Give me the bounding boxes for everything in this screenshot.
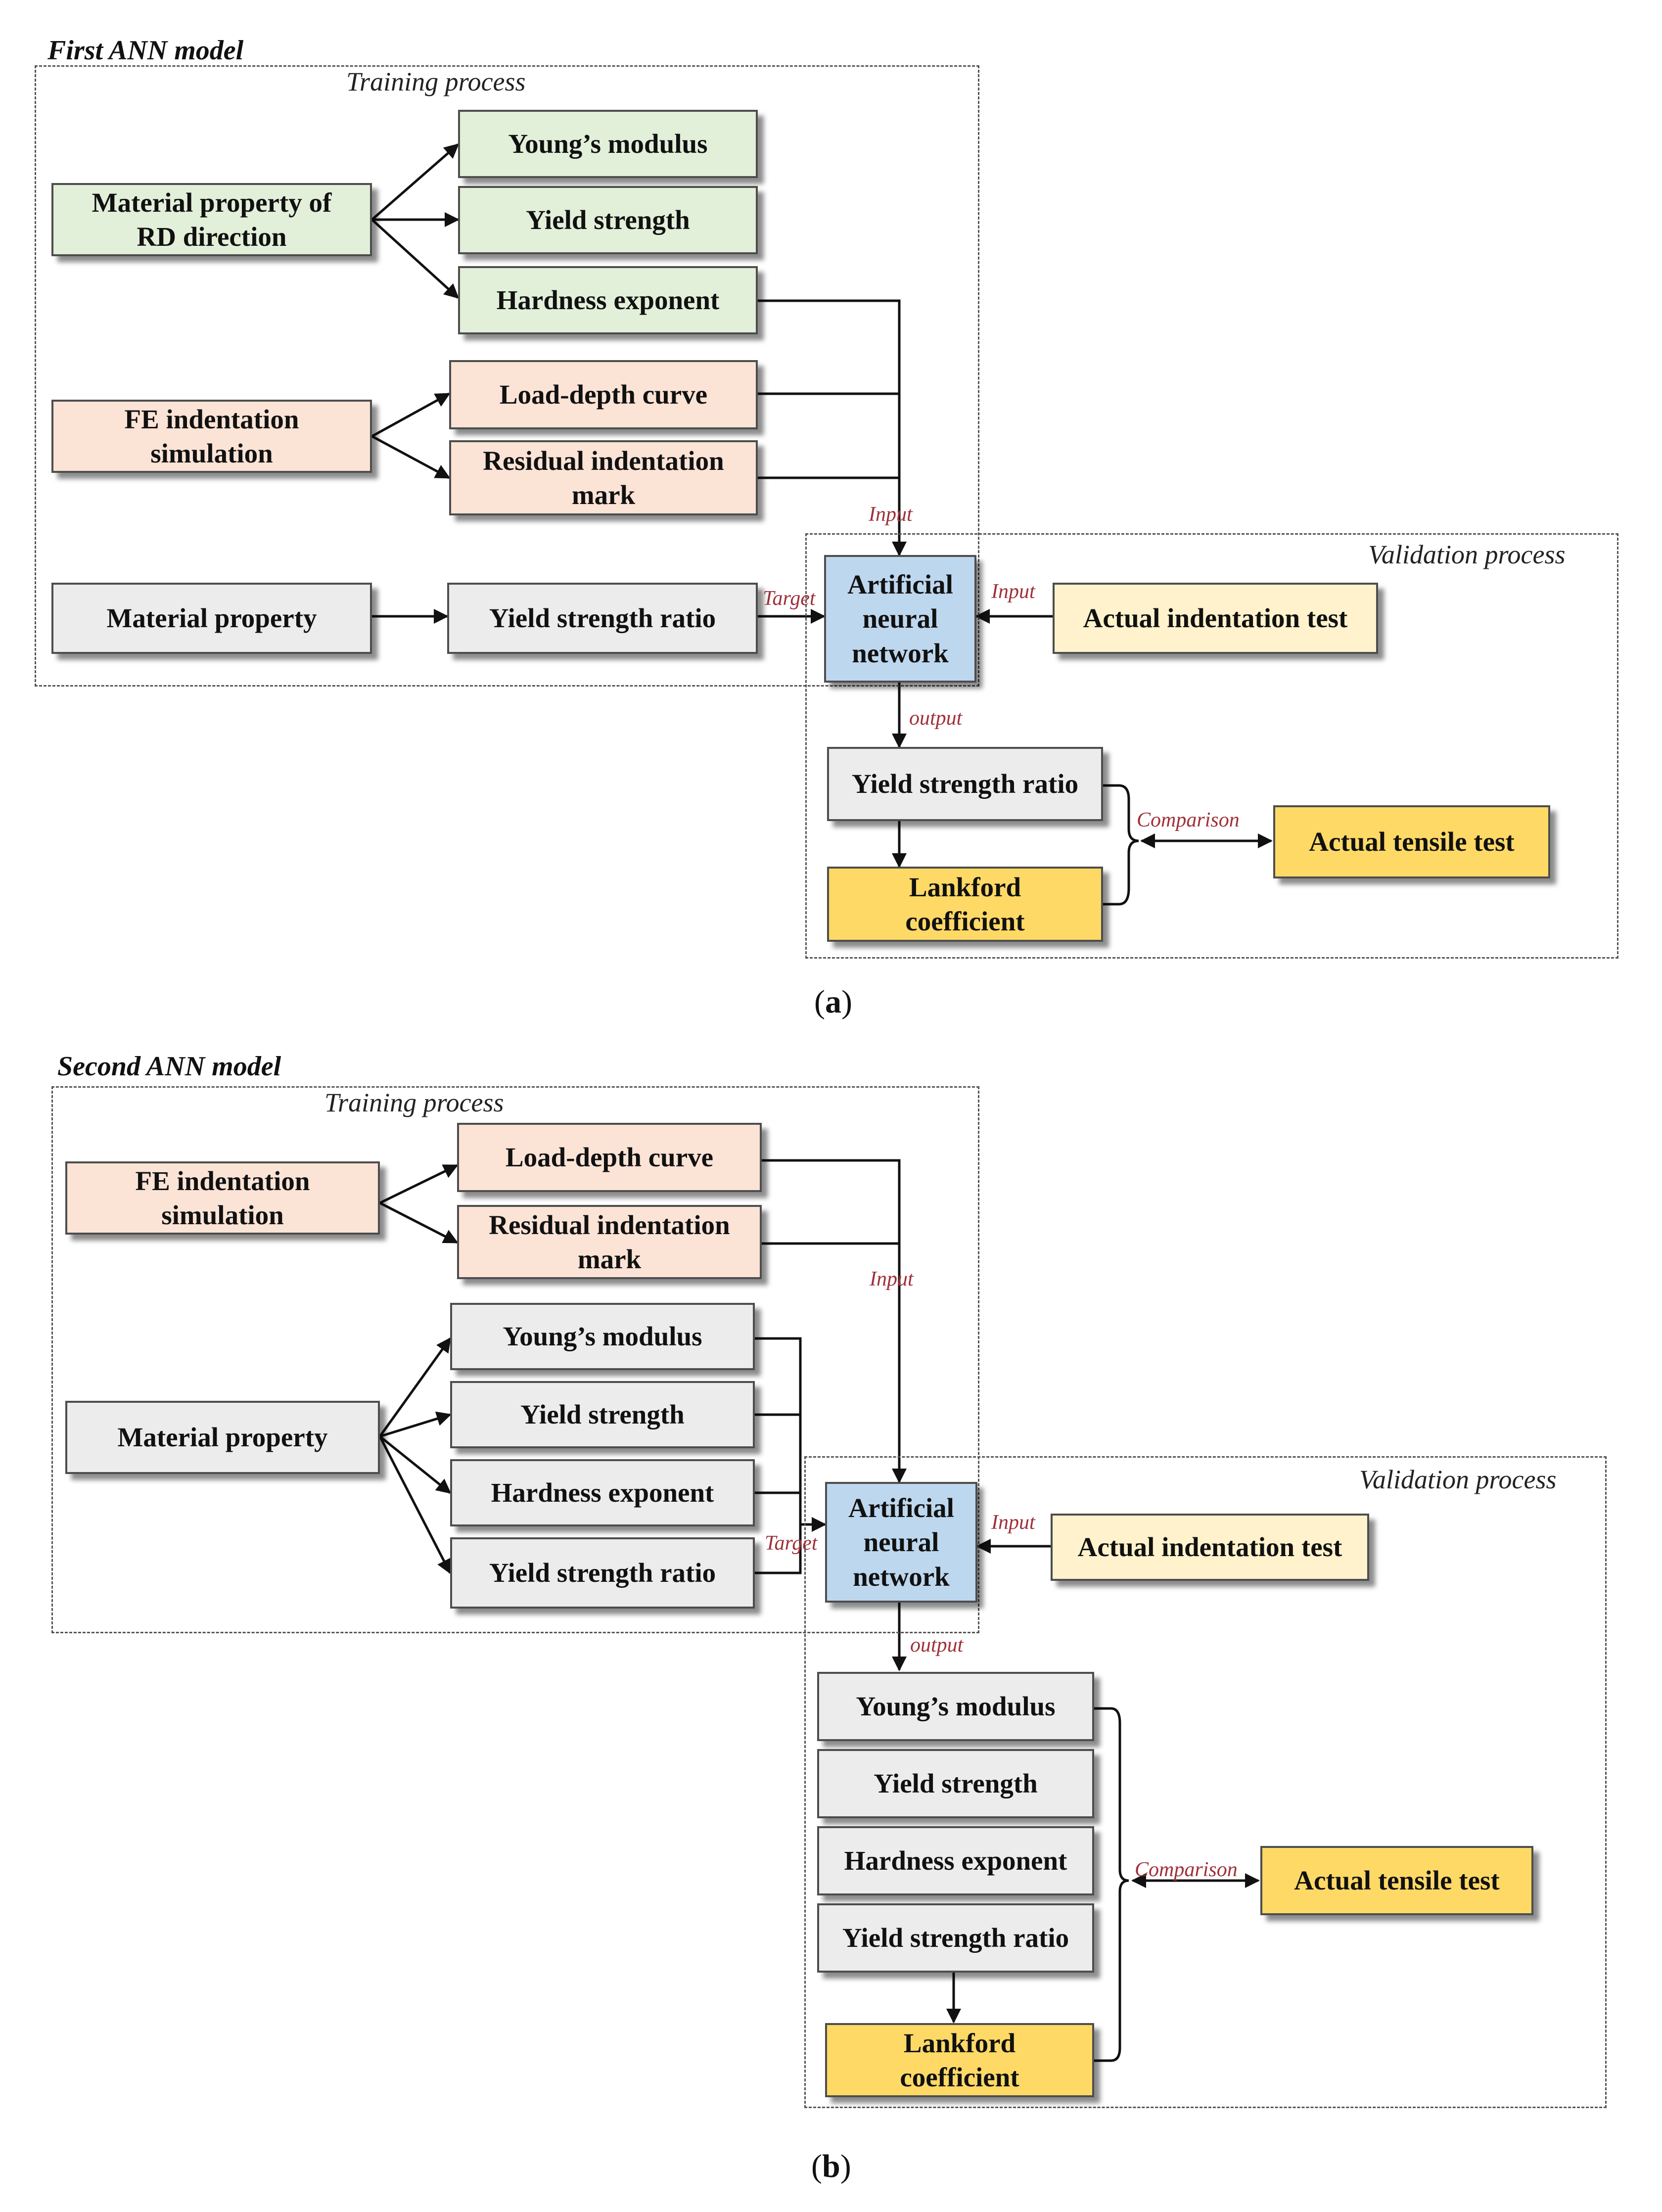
panel-a-ann-node: Artificial neural network (824, 555, 976, 683)
edge-b-bus (755, 1337, 802, 1574)
panel-b-training-group (51, 1086, 979, 1633)
panel-a-actual-tensile-node: Actual tensile test (1273, 805, 1550, 878)
panel-a-actual-indentation-node: Actual indentation test (1053, 583, 1378, 654)
panel-a-validation-group (805, 533, 1618, 959)
panel-b-actual-indentation-node: Actual indentation test (1051, 1514, 1369, 1581)
panel-a-output-label: output (909, 707, 963, 730)
panel-a-lankford-node: Lankford coefficient (827, 867, 1103, 942)
panel-b-yield-strength-ratio-node: Yield strength ratio (450, 1537, 755, 1609)
panel-b-fe-indentation-node: FE indentation simulation (65, 1161, 380, 1235)
panel-a-ysr-output-node: Yield strength ratio (827, 747, 1103, 821)
panel-a-input-right-label: Input (991, 580, 1035, 603)
edge-a-hardness-to-ann (758, 299, 907, 556)
panel-b-validation-label: Validation process (1359, 1465, 1557, 1494)
panel-a-caption: (a) (814, 983, 852, 1021)
panel-b-comparison-label: Comparison (1135, 1858, 1238, 1881)
edge-b-fe-to-residual (379, 1201, 459, 1244)
edge-b-matprop-to-ysr (378, 1435, 452, 1574)
panel-b-actual-tensile-node: Actual tensile test (1260, 1846, 1533, 1915)
panel-b-residual-indentation-node: Residual indentation mark (457, 1205, 762, 1279)
edge-a-fe-to-load-depth (371, 392, 451, 438)
panel-a-comparison-label: Comparison (1137, 809, 1240, 831)
panel-b-ann-node: Artificial neural network (825, 1482, 977, 1603)
panel-a-training-group (35, 65, 979, 687)
panel-a-load-depth-curve-node: Load-depth curve (449, 360, 758, 429)
panel-b-caption-open: ( (811, 2148, 822, 2184)
panel-a-youngs-modulus-node: Young’s modulus (458, 110, 758, 178)
edge-a-comparison-bracket (1103, 784, 1139, 906)
panel-a-caption-letter: a (825, 984, 841, 1020)
edge-a-mat-rd-to-hardness (371, 219, 460, 299)
edge-b-matprop-to-yield (379, 1411, 452, 1438)
panel-b-title: Second ANN model (57, 1051, 281, 1082)
panel-a-material-property-rd-node: Material property of RD direction (51, 183, 372, 256)
panel-b-input-top-label: Input (870, 1268, 914, 1290)
edge-b-matprop-to-hardness (379, 1435, 452, 1494)
edge-b-load-depth-to-ann (762, 1159, 907, 1483)
panel-b-caption-letter: b (822, 2148, 840, 2184)
panel-a-material-property-node: Material property (51, 583, 372, 654)
panel-a-hardness-exponent-node: Hardness exponent (458, 266, 758, 334)
panel-a-caption-open: ( (814, 984, 825, 1020)
panel-a-yield-strength-ratio-node: Yield strength ratio (447, 583, 758, 654)
panel-b-target-label: Target (765, 1532, 818, 1555)
panel-b-caption: (b) (811, 2148, 851, 2185)
edge-a-fe-to-residual (371, 435, 451, 479)
panel-b-youngs-modulus-output-node: Young’s modulus (817, 1672, 1094, 1741)
edge-a-mat-rd-to-youngs (371, 143, 460, 221)
panel-a-training-label: Training process (346, 67, 526, 96)
panel-a-input-top-label: Input (869, 503, 913, 526)
panel-b-yield-strength-output-node: Yield strength (817, 1749, 1094, 1818)
panel-a-caption-close: ) (841, 984, 852, 1020)
panel-b-input-right-label: Input (991, 1511, 1035, 1534)
panel-a-validation-label: Validation process (1368, 540, 1566, 569)
panel-b-hardness-exponent-output-node: Hardness exponent (817, 1826, 1094, 1895)
panel-a-target-label: Target (763, 587, 816, 610)
panel-b-load-depth-curve-node: Load-depth curve (457, 1123, 762, 1192)
panel-a-fe-indentation-node: FE indentation simulation (51, 400, 372, 473)
panel-b-material-property-node: Material property (65, 1401, 380, 1474)
edge-b-comparison-bracket (1094, 1707, 1129, 2062)
panel-b-hardness-exponent-node: Hardness exponent (450, 1459, 755, 1526)
panel-a-yield-strength-node: Yield strength (458, 186, 758, 254)
panel-a-title: First ANN model (47, 35, 244, 66)
panel-a-residual-indentation-node: Residual indentation mark (449, 440, 758, 515)
edge-b-matprop-to-youngs (378, 1337, 452, 1437)
panel-b-output-label: output (910, 1634, 964, 1657)
panel-b-ysr-output-node: Yield strength ratio (817, 1903, 1094, 1973)
panel-b-youngs-modulus-node: Young’s modulus (450, 1303, 755, 1370)
panel-b-validation-group (804, 1456, 1607, 2108)
panel-b-lankford-node: Lankford coefficient (825, 2023, 1094, 2097)
panel-b-caption-close: ) (840, 2148, 851, 2184)
panel-b-training-label: Training process (324, 1088, 504, 1117)
panel-b-yield-strength-node: Yield strength (450, 1381, 755, 1448)
edge-b-fe-to-load-depth (379, 1164, 459, 1204)
